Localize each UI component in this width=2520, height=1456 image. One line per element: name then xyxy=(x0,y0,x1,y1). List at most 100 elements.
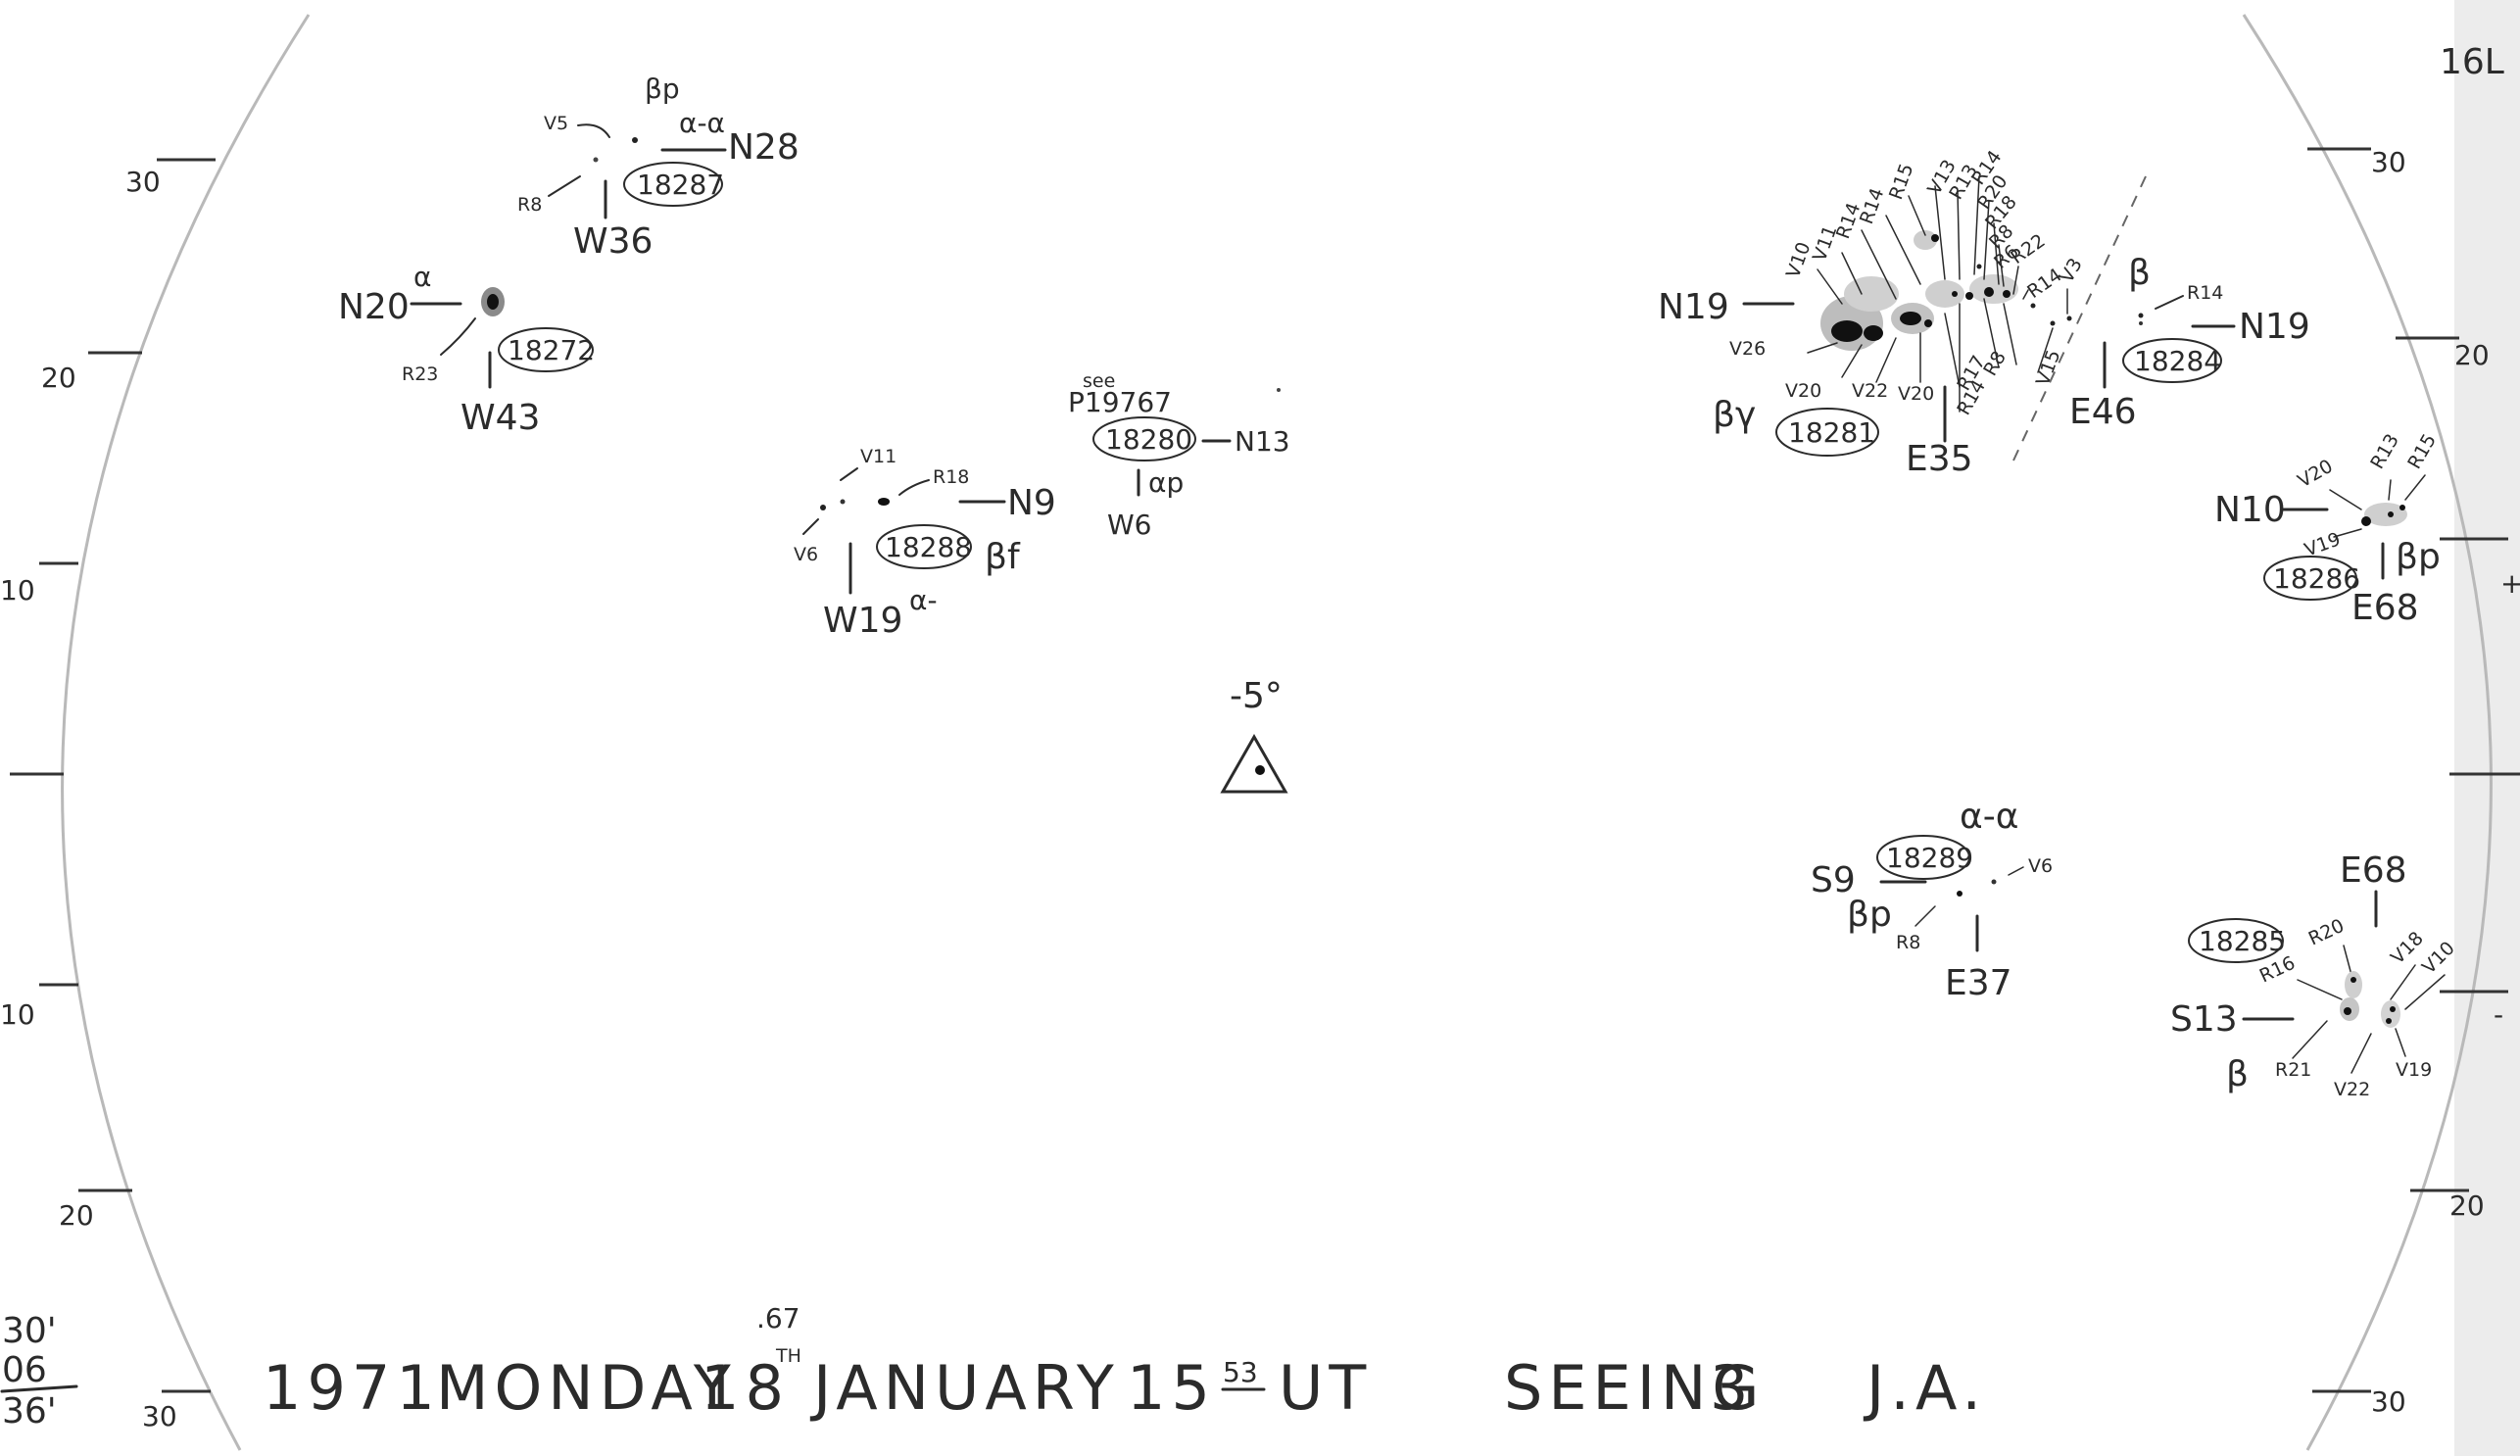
footer-timescale: UT xyxy=(1279,1352,1372,1424)
footer-weekday: MONDAY xyxy=(436,1352,737,1424)
group-18272-position: N20 xyxy=(338,287,410,327)
drift-note-bottom: 36' xyxy=(2,1391,57,1432)
group-18287-label-v5: V5 xyxy=(544,113,568,134)
right-label-30-north: 30 xyxy=(2371,146,2406,178)
group-18287-class: βp xyxy=(645,73,680,105)
footer-seeing-label: SEEING xyxy=(1504,1352,1765,1424)
group-18287-number: 18287 xyxy=(637,169,724,201)
group-18287-magnetic: α-α xyxy=(679,107,725,139)
group-18289-longitude: E37 xyxy=(1945,963,2012,1003)
footer-day-suffix: TH xyxy=(775,1345,801,1367)
left-latitude-labels: 30 20 10 10 20 30 xyxy=(0,166,177,1432)
group-18284-position: N19 xyxy=(2239,307,2310,347)
group-18288-position: N9 xyxy=(1007,483,1056,523)
group-18272-class: α xyxy=(413,261,431,293)
group-18286-label-r13: R13 xyxy=(2366,430,2403,472)
group-18285-label-r20: R20 xyxy=(2305,915,2348,950)
right-label-plus: + xyxy=(2500,567,2520,600)
right-label-20-north: 20 xyxy=(2454,339,2490,371)
group-18272-number: 18272 xyxy=(508,334,595,366)
group-18281-class: βγ xyxy=(1713,395,1756,435)
group-18286-class: βp xyxy=(2396,537,2441,577)
group-18280-position: N13 xyxy=(1235,425,1290,458)
group-18285-label-r21: R21 xyxy=(2275,1059,2311,1081)
sunspot-group-18289: α-α 18289 S9 V6 βp R8 E37 xyxy=(1811,797,2053,1003)
footer-day: 18 xyxy=(701,1352,790,1424)
group-18285-longitude: E68 xyxy=(2340,850,2407,891)
drift-note-middle: 06 xyxy=(2,1350,47,1390)
group-18280-note-see: see xyxy=(1083,370,1115,392)
group-18288-magnetic: α- xyxy=(909,584,938,616)
group-18281-label-r15: R15 xyxy=(1885,161,1917,203)
footer-minute: 53 xyxy=(1223,1356,1258,1388)
group-18288-label-v11: V11 xyxy=(860,446,897,467)
sunspot-group-18286: V20 R13 R15 N10 V19 18286 βp E68 xyxy=(2214,430,2441,628)
group-18288-label-v6: V6 xyxy=(794,544,818,565)
group-18284-number: 18284 xyxy=(2134,345,2221,377)
sunspot-group-18288: V11 R18 N9 V6 18288 βf W19 α- xyxy=(794,446,1056,641)
right-label-minus: - xyxy=(2494,998,2503,1031)
group-18288-longitude: W19 xyxy=(823,601,902,641)
group-18284-class: β xyxy=(2128,253,2151,293)
group-18280-note-ref: P19767 xyxy=(1068,386,1172,418)
footer-year: 1971 xyxy=(263,1352,441,1424)
sunspot-group-18272: N20 α R23 18272 W43 xyxy=(338,261,595,438)
sunspot-group-18284: β R14 N19 18284 E46 xyxy=(2069,253,2310,432)
group-18286-position: N10 xyxy=(2214,490,2286,530)
paper-edge-shadow xyxy=(2454,0,2520,1456)
footer-observer: J.A. xyxy=(1863,1352,1987,1424)
group-18281-longitude: E35 xyxy=(1906,439,1973,479)
solar-limb-right xyxy=(2242,14,2493,1451)
footer-month: JANUARY xyxy=(809,1352,1120,1424)
left-label-10-south: 10 xyxy=(0,998,35,1031)
sheet-number: 16L xyxy=(2440,42,2504,82)
group-18289-label-v6: V6 xyxy=(2028,855,2053,877)
group-18286-label-v20: V20 xyxy=(2295,456,2337,493)
group-18272-label-r23: R23 xyxy=(402,364,438,385)
group-18286-number: 18286 xyxy=(2273,562,2360,595)
left-label-10-north: 10 xyxy=(0,574,35,607)
group-18281-label-v20-b: V20 xyxy=(1898,383,1934,405)
sunspot-group-18285: E68 18285 R20 R16 V18 V10 S13 β R21 V22 … xyxy=(2170,850,2459,1100)
group-18289-number: 18289 xyxy=(1886,842,1973,874)
group-18286-longitude: E68 xyxy=(2351,588,2419,628)
group-18287-position: N28 xyxy=(728,127,800,168)
left-label-20-south: 20 xyxy=(59,1199,94,1232)
sunspot-group-18287: V5 βp α-α N28 R8 18287 W36 xyxy=(517,73,800,262)
group-18281-label-v10: V10 xyxy=(1782,239,1815,280)
group-18289-position: S9 xyxy=(1811,860,1856,900)
group-18289-label-r8: R8 xyxy=(1896,932,1920,953)
group-18281-label-v20-a: V20 xyxy=(1785,380,1821,402)
right-latitude-ticks xyxy=(2307,147,2520,1393)
group-18285-number: 18285 xyxy=(2199,925,2286,957)
group-18285-label-v19: V19 xyxy=(2396,1059,2432,1081)
group-18280-number: 18280 xyxy=(1105,423,1192,456)
group-18284-longitude: E46 xyxy=(2069,392,2137,432)
group-18287-longitude: W36 xyxy=(573,221,653,262)
solar-limb-left xyxy=(61,14,311,1451)
left-label-30-north: 30 xyxy=(125,166,161,198)
group-18280-longitude: W6 xyxy=(1107,509,1152,541)
group-18285-position: S13 xyxy=(2170,999,2238,1040)
sunspot-group-18280: see P19767 18280 N13 αp W6 xyxy=(1068,370,1290,541)
group-18281-label-r8-b: R8 xyxy=(1979,348,2011,380)
group-18281-position: N19 xyxy=(1658,287,1729,327)
group-18281-label-v26: V26 xyxy=(1729,338,1766,360)
group-18288-label-r18: R18 xyxy=(933,466,969,488)
footer-day-fraction: .67 xyxy=(756,1302,800,1335)
group-18281-label-r14-b: R14 xyxy=(1856,185,1888,227)
left-label-30-south: 30 xyxy=(142,1400,177,1432)
group-18280-class: αp xyxy=(1148,466,1184,499)
group-18288-class: βf xyxy=(985,537,1021,577)
footer-seeing-value: 3 xyxy=(1710,1352,1754,1424)
center-angle: -5° xyxy=(1230,676,1283,716)
group-18289-magnetic: α-α xyxy=(1960,797,2018,837)
right-label-30-south: 30 xyxy=(2371,1385,2406,1418)
group-18272-longitude: W43 xyxy=(460,398,540,438)
group-18289-class: βp xyxy=(1847,895,1892,935)
group-18288-number: 18288 xyxy=(885,531,972,563)
group-18285-class: β xyxy=(2226,1054,2249,1094)
group-18281-label-v15: V15 xyxy=(2032,347,2064,388)
right-label-20-south: 20 xyxy=(2449,1189,2485,1222)
